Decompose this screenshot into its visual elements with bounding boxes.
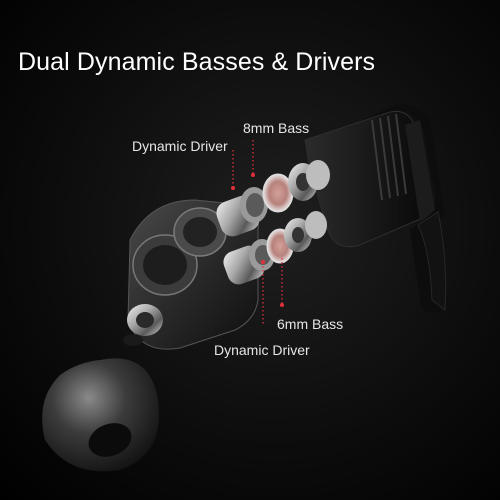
upper-driver-stack [216, 160, 330, 237]
label-6mm-bass: 6mm Bass [277, 316, 344, 332]
callout-dots [231, 173, 284, 307]
lower-driver-stack [223, 211, 327, 285]
headline: Dual Dynamic Basses & Drivers [18, 48, 376, 76]
label-top-dynamic-driver: Dynamic Driver [132, 138, 228, 154]
sound-nozzle [123, 304, 163, 346]
silicone-ear-tip [42, 358, 159, 472]
label-8mm-bass: 8mm Bass [243, 120, 310, 136]
label-bottom-dynamic-driver: Dynamic Driver [214, 342, 310, 358]
rear-housing [300, 104, 448, 313]
callout-lines [232, 140, 283, 325]
